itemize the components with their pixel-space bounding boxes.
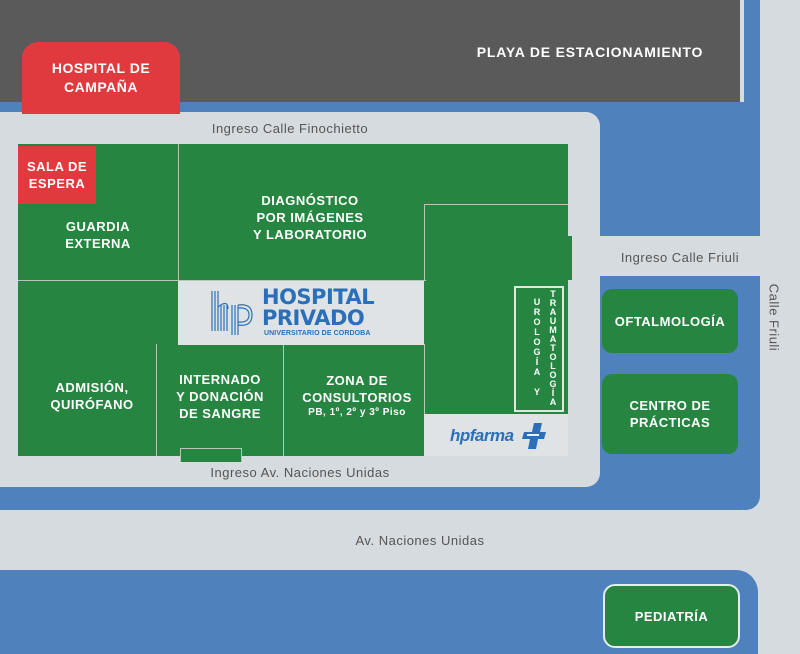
diag-line1: DIAGNÓSTICO <box>261 192 359 208</box>
logo-line1: HOSPITAL <box>262 285 375 309</box>
room-internado[interactable]: INTERNADO Y DONACIÓN DE SANGRE <box>156 368 284 424</box>
internado-line1: INTERNADO <box>179 371 261 387</box>
av-naciones-road <box>0 510 800 570</box>
room-guardia-externa[interactable]: GUARDIA EXTERNA <box>30 210 166 260</box>
centro-line1: CENTRO DE <box>629 398 711 413</box>
room-diagnostico[interactable]: DIAGNÓSTICO POR IMÁGENES Y LABORATORIO <box>190 182 430 252</box>
entry-friuli: Ingreso Calle Friuli <box>620 250 740 265</box>
internado-line3: DE SANGRE <box>179 405 261 421</box>
room-urologia-traumatologia[interactable]: UROLOGÍA Y TRAUMATOLOGÍA <box>514 286 564 412</box>
centro-line2: PRÁCTICAS <box>629 415 711 430</box>
logo-line2: PRIVADO <box>262 306 365 330</box>
sala-line2: ESPERA <box>28 176 86 191</box>
entry-naciones: Ingreso Av. Naciones Unidas <box>210 465 390 480</box>
hp-mark-icon <box>208 289 254 335</box>
traumatologia-label: TRAUMATOLOGÍA <box>548 288 558 406</box>
room-admision[interactable]: ADMISIÓN, QUIRÓFANO <box>24 372 160 420</box>
logo-line3: UNIVERSITARIO DE CORDOBA <box>264 330 371 337</box>
hpfarma-text: hpfarma <box>450 426 514 445</box>
room-sala-espera[interactable]: SALA DE ESPERA <box>18 146 96 204</box>
cross-icon <box>520 423 546 449</box>
guardia-line2: EXTERNA <box>65 236 131 251</box>
campaign-hospital-line1: HOSPITAL DE <box>51 60 151 76</box>
room-consultorios[interactable]: ZONA DE CONSULTORIOS PB, 1º, 2º y 3º Pis… <box>290 368 424 424</box>
consultorios-line3: PB, 1º, 2º y 3º Piso <box>308 407 406 418</box>
room-oftalmologia[interactable]: OFTALMOLOGÍA <box>602 289 738 353</box>
guardia-line1: GUARDIA <box>65 219 131 234</box>
campaign-hospital-line2: CAMPAÑA <box>63 79 138 95</box>
internado-line2: Y DONACIÓN <box>176 388 264 404</box>
parking-label: PLAYA DE ESTACIONAMIENTO <box>476 44 704 60</box>
admision-line1: ADMISIÓN, <box>55 380 129 395</box>
consultorios-line2: CONSULTORIOS <box>302 390 412 405</box>
calle-friuli-label: Calle Friuli <box>766 283 782 352</box>
oftalmologia-label: OFTALMOLOGÍA <box>614 313 726 329</box>
sala-line1: SALA DE <box>26 159 88 174</box>
room-pediatria[interactable]: PEDIATRÍA <box>603 584 740 648</box>
diag-line3: Y LABORATORIO <box>252 226 368 242</box>
pediatria-label: PEDIATRÍA <box>634 608 709 624</box>
entry-finochietto: Ingreso Calle Finochietto <box>211 121 369 136</box>
friuli-entry-strip <box>570 236 760 276</box>
consultorios-line1: ZONA DE <box>326 373 388 388</box>
room-centro-practicas[interactable]: CENTRO DE PRÁCTICAS <box>602 374 738 454</box>
av-naciones-label: Av. Naciones Unidas <box>355 533 485 548</box>
urologia-label: UROLOGÍA Y <box>532 297 542 397</box>
campaign-hospital[interactable]: HOSPITAL DE CAMPAÑA <box>22 42 180 114</box>
hpfarma-store[interactable]: hpfarma <box>424 414 568 456</box>
internado-entrance <box>180 448 242 462</box>
admision-line2: QUIRÓFANO <box>50 397 134 412</box>
hospital-logo: HOSPITAL PRIVADO UNIVERSITARIO DE CORDOB… <box>178 281 424 345</box>
diag-line2: POR IMÁGENES <box>256 209 364 225</box>
